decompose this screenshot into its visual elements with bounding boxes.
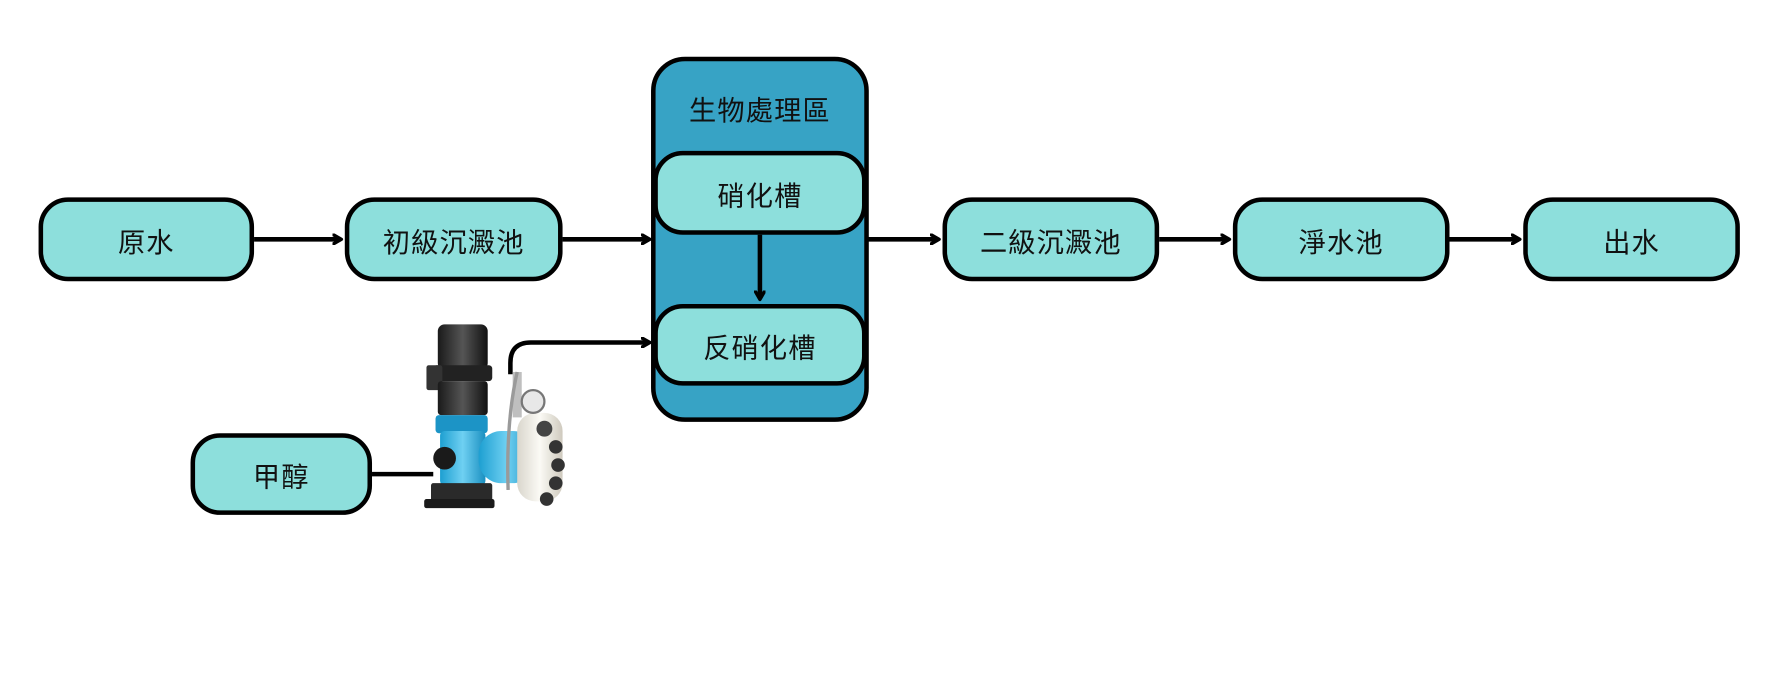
arrow-nitrification-to-denitrification bbox=[0, 234, 1780, 601]
flow-connectors bbox=[254, 0, 1780, 477]
node-effluent-label: 出水 bbox=[1603, 226, 1660, 259]
node-primary-settling-label: 初級沉澱池 bbox=[382, 226, 525, 259]
node-nitrification-label: 硝化槽 bbox=[717, 179, 803, 212]
node-methanol-label: 甲醇 bbox=[252, 461, 310, 493]
arrow-pump-to-denitrification bbox=[508, 343, 648, 375]
dosing-pump-icon bbox=[424, 324, 565, 509]
node-raw-water: 原水 bbox=[38, 197, 255, 282]
node-denitrification: 反硝化槽 bbox=[653, 303, 867, 386]
node-secondary-settling: 二級沉澱池 bbox=[942, 197, 1160, 282]
node-primary-settling: 初級沉澱池 bbox=[344, 197, 563, 282]
node-effluent: 出水 bbox=[1523, 197, 1740, 282]
node-clear-water: 淨水池 bbox=[1232, 197, 1450, 282]
node-nitrification: 硝化槽 bbox=[653, 150, 867, 235]
node-methanol: 甲醇 bbox=[190, 433, 373, 515]
node-denitrification-label: 反硝化槽 bbox=[703, 331, 817, 364]
node-raw-water-label: 原水 bbox=[117, 226, 175, 259]
node-secondary-settling-label: 二級沉澱池 bbox=[979, 226, 1122, 259]
node-clear-water-label: 淨水池 bbox=[1298, 226, 1384, 259]
region-title: 生物處理區 bbox=[689, 95, 831, 128]
